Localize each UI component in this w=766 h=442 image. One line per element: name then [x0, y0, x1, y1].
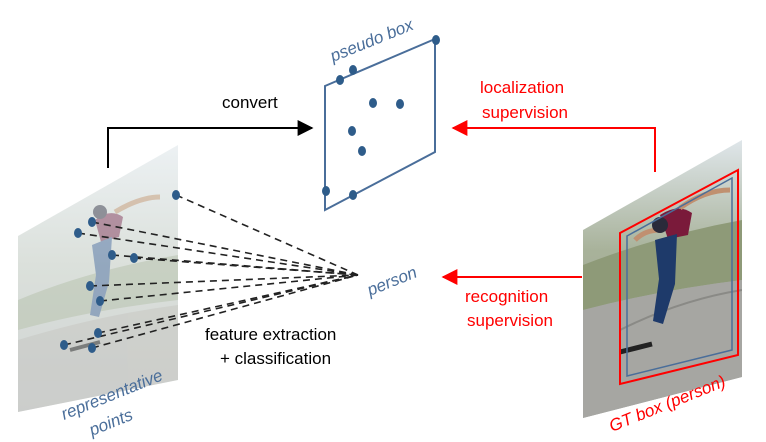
rep-point [108, 250, 116, 260]
rep-point [130, 253, 138, 263]
pseudo-point [349, 65, 357, 75]
convert-label: convert [222, 93, 278, 112]
pseudo-point [322, 186, 330, 196]
rep-point [172, 190, 180, 200]
dashed-line [133, 257, 359, 276]
dashed-line [63, 274, 359, 346]
pseudo-box-label: pseudo box [326, 15, 416, 66]
pseudo-point [348, 126, 356, 136]
pseudo-point [336, 75, 344, 85]
rep-point [94, 328, 102, 338]
pseudo-box-points [322, 35, 440, 200]
localization-label-line2: supervision [482, 103, 568, 122]
dashed-line [91, 274, 359, 349]
pseudo-box [324, 37, 436, 212]
rep-point [86, 281, 94, 291]
right-photo-panel [583, 140, 742, 418]
recognition-label-line1: recognition [465, 287, 548, 306]
person-label: person [363, 263, 419, 300]
rep-point [88, 343, 96, 353]
dashed-line [99, 274, 359, 302]
dashed-line [89, 274, 359, 287]
pseudo-point [369, 98, 377, 108]
pseudo-point [396, 99, 404, 109]
gt-box-red [619, 168, 739, 386]
convert-arrow [107, 120, 314, 168]
localization-label-line1: localization [480, 78, 564, 97]
gt-box-blue [626, 176, 733, 377]
localization-arrow [451, 120, 656, 172]
pseudo-point [349, 190, 357, 200]
representative-points [60, 190, 180, 353]
dashed-line [91, 221, 359, 276]
feature-label-line1: feature extraction [205, 325, 336, 344]
left-photo-panel [18, 145, 178, 412]
pseudo-point [358, 146, 366, 156]
dashed-line [175, 194, 359, 276]
rep-point [88, 217, 96, 227]
rep-point [96, 296, 104, 306]
rep-point [60, 340, 68, 350]
pseudo-point [432, 35, 440, 45]
recognition-label-line2: supervision [467, 311, 553, 330]
feature-label-line2: + classification [220, 349, 331, 368]
feature-dashed-lines [63, 194, 359, 349]
rep-point [74, 228, 82, 238]
